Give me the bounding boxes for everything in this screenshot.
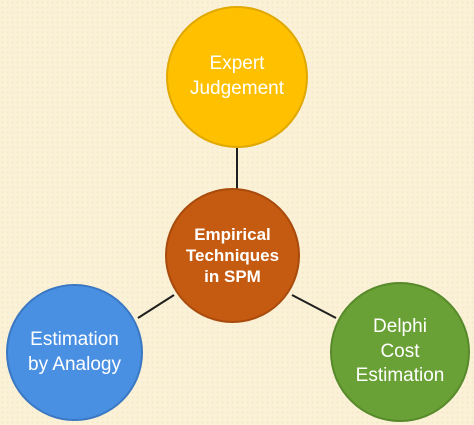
node-expert-judgement: Expert Judgement xyxy=(166,6,308,148)
node-estimation-by-analogy-label: Estimation by Analogy xyxy=(28,328,121,375)
node-delphi-cost-estimation-label: Delphi Cost Estimation xyxy=(355,315,445,387)
node-empirical-techniques: Empirical Techniques in SPM xyxy=(165,188,300,323)
node-delphi-cost-estimation: Delphi Cost Estimation xyxy=(330,282,470,422)
node-expert-judgement-label: Expert Judgement xyxy=(189,53,284,99)
connector-left xyxy=(137,294,175,319)
connector-right xyxy=(291,294,337,319)
node-estimation-by-analogy: Estimation by Analogy xyxy=(6,284,143,421)
node-empirical-techniques-label: Empirical Techniques in SPM xyxy=(185,224,280,287)
